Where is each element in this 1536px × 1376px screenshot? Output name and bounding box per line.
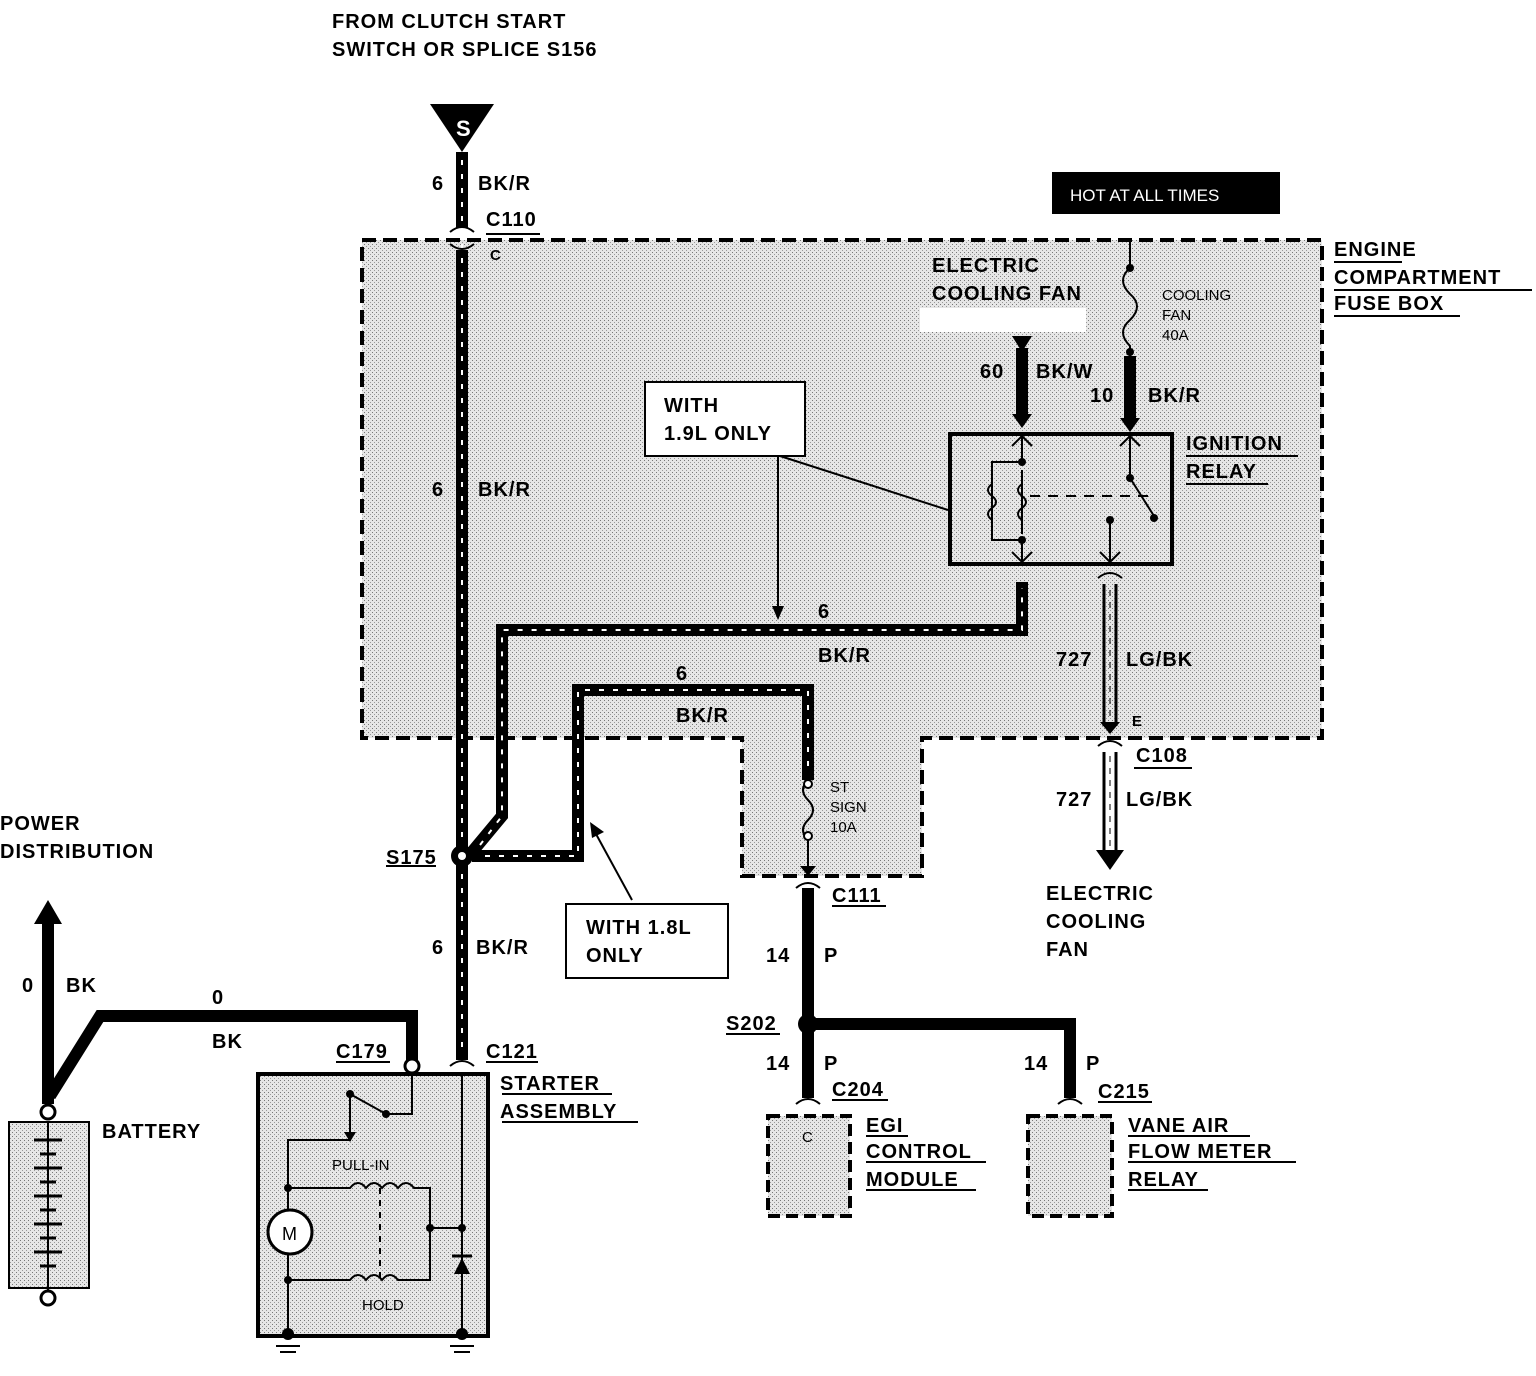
connector-c215: C215 [1098,1081,1150,1103]
ignition-relay-box [948,432,1174,566]
wire-727a-color: LG/BK [1126,649,1193,671]
note-18-line-2: ONLY [586,945,644,967]
battery-label: BATTERY [102,1121,201,1143]
wire-14b-color: P [824,1053,838,1075]
power-line-2: DISTRIBUTION [0,841,154,863]
wire-6-horiz-number: 6 [818,601,830,623]
wire-6-inner-color: BK/R [676,705,729,727]
vane-air-flow-meter-relay-box [1026,1114,1114,1218]
note-box-with-1-8l [565,903,729,979]
motor-letter: M [282,1224,297,1244]
fan-dest-line-1: ELECTRIC [1046,883,1154,905]
wire-60-color: BK/W [1036,361,1093,383]
connector-s-letter: S [456,116,471,141]
note-19-line-1: WITH [664,395,719,417]
connector-c110: C110 [486,209,537,231]
wire-14c-color: P [1086,1053,1100,1075]
wire-0a-color: BK [66,975,97,997]
vane-line-2: FLOW METER [1128,1141,1272,1163]
pull-in-label: PULL-IN [332,1157,390,1174]
wire-6-inner-number: 6 [676,663,688,685]
wire-6-horiz-color: BK/R [818,645,871,667]
splice-connector-s [430,104,494,152]
connector-c111: C111 [832,885,882,907]
wire-727b-number: 727 [1056,789,1092,811]
ignition-relay-line-2: RELAY [1186,461,1257,483]
hold-label: HOLD [362,1297,404,1314]
source-line-1: FROM CLUTCH START [332,11,566,33]
fan-title-line-2: COOLING FAN [932,283,1082,305]
pin-c-top: C [490,247,501,264]
fan-label-whiteout [920,308,1086,332]
wire-10-number: 10 [1090,385,1114,407]
connector-c108: C108 [1136,745,1188,767]
egi-line-2: CONTROL [866,1141,972,1163]
note-box-with-1-9l [644,381,806,457]
st-fuse-line-3: 10A [830,819,857,836]
connector-c121: C121 [486,1041,538,1063]
wire-14a-number: 14 [766,945,790,967]
egi-line-3: MODULE [866,1169,959,1191]
connector-c179: C179 [336,1041,388,1063]
wire-14a-color: P [824,945,838,967]
starter-line-1: STARTER [500,1073,600,1095]
wire-6-low-color: BK/R [476,937,529,959]
fan-dest-line-3: FAN [1046,939,1089,961]
wire-0b-color: BK [212,1031,243,1053]
wire-6-top-number: 6 [432,173,444,195]
fuse-box-line-1: ENGINE [1334,239,1417,261]
cooling-fuse-line-2: FAN [1162,307,1191,324]
pin-e: E [1132,713,1142,730]
wire-14b-number: 14 [766,1053,790,1075]
starter-line-2: ASSEMBLY [500,1101,617,1123]
motor-symbol [266,1208,314,1256]
wire-60-number: 60 [980,361,1004,383]
vane-line-1: VANE AIR [1128,1115,1229,1137]
wire-14c-number: 14 [1024,1053,1048,1075]
fan-title-line-1: ELECTRIC [932,255,1040,277]
cooling-fuse-line-3: 40A [1162,327,1189,344]
splice-s175-label: S175 [386,847,437,869]
hot-at-all-times-bar [1052,172,1280,214]
wire-0b-number: 0 [212,987,224,1009]
cooling-fuse-line-1: COOLING [1162,287,1231,304]
power-line-1: POWER [0,813,81,835]
fuse-box-outline [360,238,1324,878]
wire-6-mid-number: 6 [432,479,444,501]
note-19-line-2: 1.9L ONLY [664,423,772,445]
vane-line-3: RELAY [1128,1169,1199,1191]
ignition-relay-line-1: IGNITION [1186,433,1283,455]
wire-6-mid-color: BK/R [478,479,531,501]
connector-c204: C204 [832,1079,884,1101]
fan-dest-line-2: COOLING [1046,911,1146,933]
egi-control-module-box [766,1114,852,1218]
fuse-box-line-3: FUSE BOX [1334,293,1444,315]
egi-line-1: EGI [866,1115,903,1137]
starter-assembly-box [256,1072,490,1338]
wire-6-top-color: BK/R [478,173,531,195]
wire-0a-number: 0 [22,975,34,997]
wire-6-low-number: 6 [432,937,444,959]
pin-c-egi: C [802,1129,813,1146]
hot-at-all-times-text: HOT AT ALL TIMES [1070,186,1219,205]
wire-10-color: BK/R [1148,385,1201,407]
wire-727a-number: 727 [1056,649,1092,671]
wire-727b-color: LG/BK [1126,789,1193,811]
st-fuse-line-1: ST [830,779,849,796]
note-18-line-1: WITH 1.8L [586,917,692,939]
st-fuse-line-2: SIGN [830,799,867,816]
splice-s202-label: S202 [726,1013,777,1035]
source-line-2: SWITCH OR SPLICE S156 [332,39,598,61]
fuse-box-line-2: COMPARTMENT [1334,267,1501,289]
